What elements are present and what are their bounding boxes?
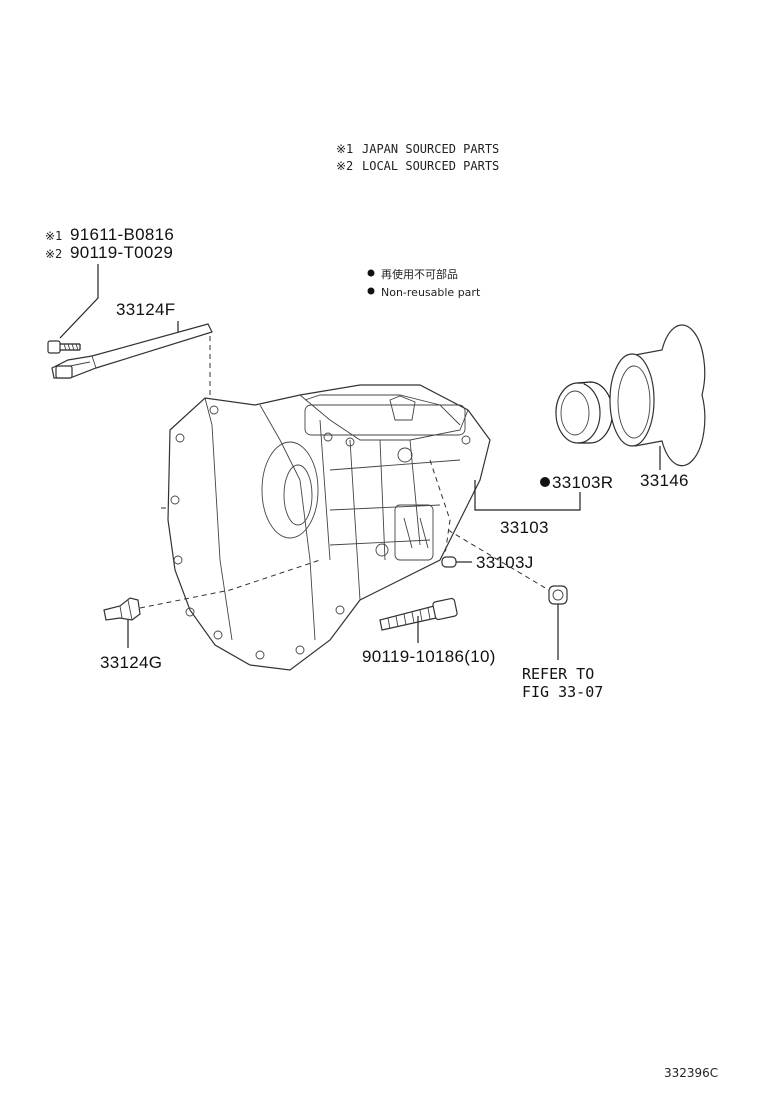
label-mark2-symbol: ※2 xyxy=(45,247,62,261)
refer-fig-text: FIG 33-07 xyxy=(522,683,603,701)
part-label-33103: 33103 xyxy=(500,518,549,537)
bracket-leader-line xyxy=(474,480,581,511)
dashed-leader xyxy=(429,459,451,556)
legend-nonreusable-jp: 再使用不可部品 xyxy=(381,267,458,281)
legend-mark2-text: LOCAL SOURCED PARTS xyxy=(362,159,499,173)
refer-to-text: REFER TO xyxy=(522,665,594,683)
part-label-90119-10186: 90119-10186(10) xyxy=(362,647,496,666)
legend-mark1-symbol: ※1 xyxy=(336,142,353,156)
nonreusable-bullet-icon xyxy=(367,269,375,277)
part-label-33124f: 33124F xyxy=(116,300,175,319)
legend-mark2-symbol: ※2 xyxy=(336,159,353,173)
part-33103r-oil-seal: 33103R xyxy=(540,381,613,492)
dashed-leader xyxy=(447,529,553,593)
legend-nonreusable-en: Non-reusable part xyxy=(381,286,481,299)
part-33146-sleeve: 33146 xyxy=(609,324,706,490)
part-label-91611-b0816: 91611-B0816 xyxy=(70,225,174,244)
small-bolt xyxy=(47,340,81,354)
nonreusable-bullet-icon xyxy=(367,287,375,295)
legend-mark1-text: JAPAN SOURCED PARTS xyxy=(362,142,499,156)
part-label-33103r: 33103R xyxy=(552,473,613,492)
legend: ※1 JAPAN SOURCED PARTS ※2 LOCAL SOURCED … xyxy=(336,142,499,299)
dashed-leader xyxy=(139,559,321,609)
part-90119-10186-bolt: 90119-10186(10) xyxy=(362,597,496,666)
part-label-33146: 33146 xyxy=(640,471,689,490)
part-33103j-plug: 33103J xyxy=(429,459,534,572)
part-33103-leader: 33103 xyxy=(474,480,581,537)
part-33124g-pin: 33124G xyxy=(100,559,321,672)
bolt-label-group: ※1 91611-B0816 ※2 90119-T0029 xyxy=(45,225,174,339)
leader-line xyxy=(59,264,99,339)
label-mark1-symbol: ※1 xyxy=(45,229,62,243)
part-label-90119-t0029: 90119-T0029 xyxy=(70,243,173,262)
part-label-33124g: 33124G xyxy=(100,653,162,672)
refer-fitting: REFER TO FIG 33-07 xyxy=(447,529,603,701)
nonreusable-bullet-icon xyxy=(540,477,550,487)
diagram-code: 332396C xyxy=(664,1066,718,1080)
transmission-case-body xyxy=(167,384,491,671)
part-label-33103j: 33103J xyxy=(476,553,534,572)
